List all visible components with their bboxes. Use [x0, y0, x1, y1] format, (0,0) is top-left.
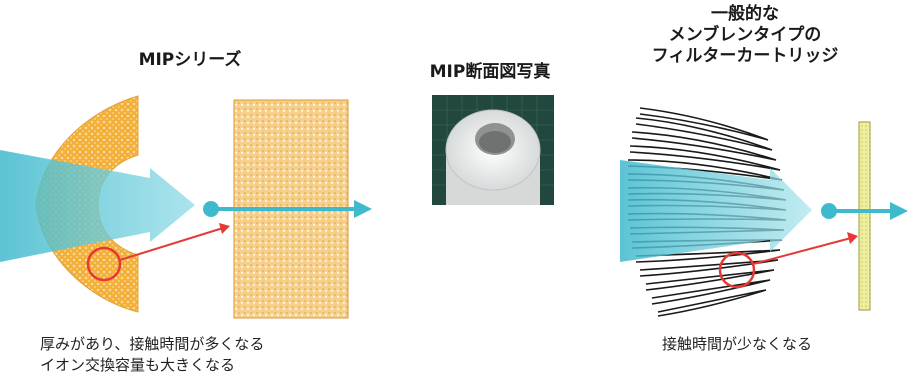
mip-caption: 厚みがあり、接触時間が多くなる イオン交換容量も大きくなる — [40, 334, 264, 376]
mip-series-title-text: MIPシリーズ — [138, 50, 242, 70]
membrane-title-line-1: 一般的な — [711, 4, 779, 24]
membrane-flow-arrow — [620, 160, 812, 262]
mip-section — [0, 95, 372, 319]
cross-section-photo-title-text: MIP断面図写真 — [429, 62, 551, 82]
mip-flow-arrow — [0, 150, 195, 262]
cross-section-photo — [432, 95, 554, 205]
mip-series-title: MIPシリーズ — [100, 50, 280, 71]
membrane-caption: 接触時間が少なくなる — [662, 334, 812, 355]
mip-outlet-arrowhead — [354, 200, 372, 218]
membrane-highlight-pointer — [752, 237, 852, 265]
cross-section-photo-title: MIP断面図写真 — [400, 62, 580, 83]
mip-caption-line-2: イオン交換容量も大きくなる — [40, 356, 236, 374]
membrane-enlarged-layer — [858, 121, 871, 311]
membrane-title-line-2: メンブレンタイプの — [668, 25, 822, 45]
membrane-section — [620, 107, 908, 317]
mip-highlight-circle — [86, 246, 122, 282]
membrane-title-line-3: フィルターカートリッジ — [651, 46, 839, 66]
mip-caption-line-1: 厚みがあり、接触時間が多くなる — [40, 335, 265, 353]
membrane-outlet-arrowhead — [890, 202, 908, 220]
membrane-highlight-circle — [718, 251, 756, 289]
membrane-cartridge-title: 一般的な メンブレンタイプの フィルターカートリッジ — [600, 4, 890, 67]
mip-highlight-pointer — [119, 227, 224, 261]
membrane-caption-line-1: 接触時間が少なくなる — [662, 335, 813, 353]
